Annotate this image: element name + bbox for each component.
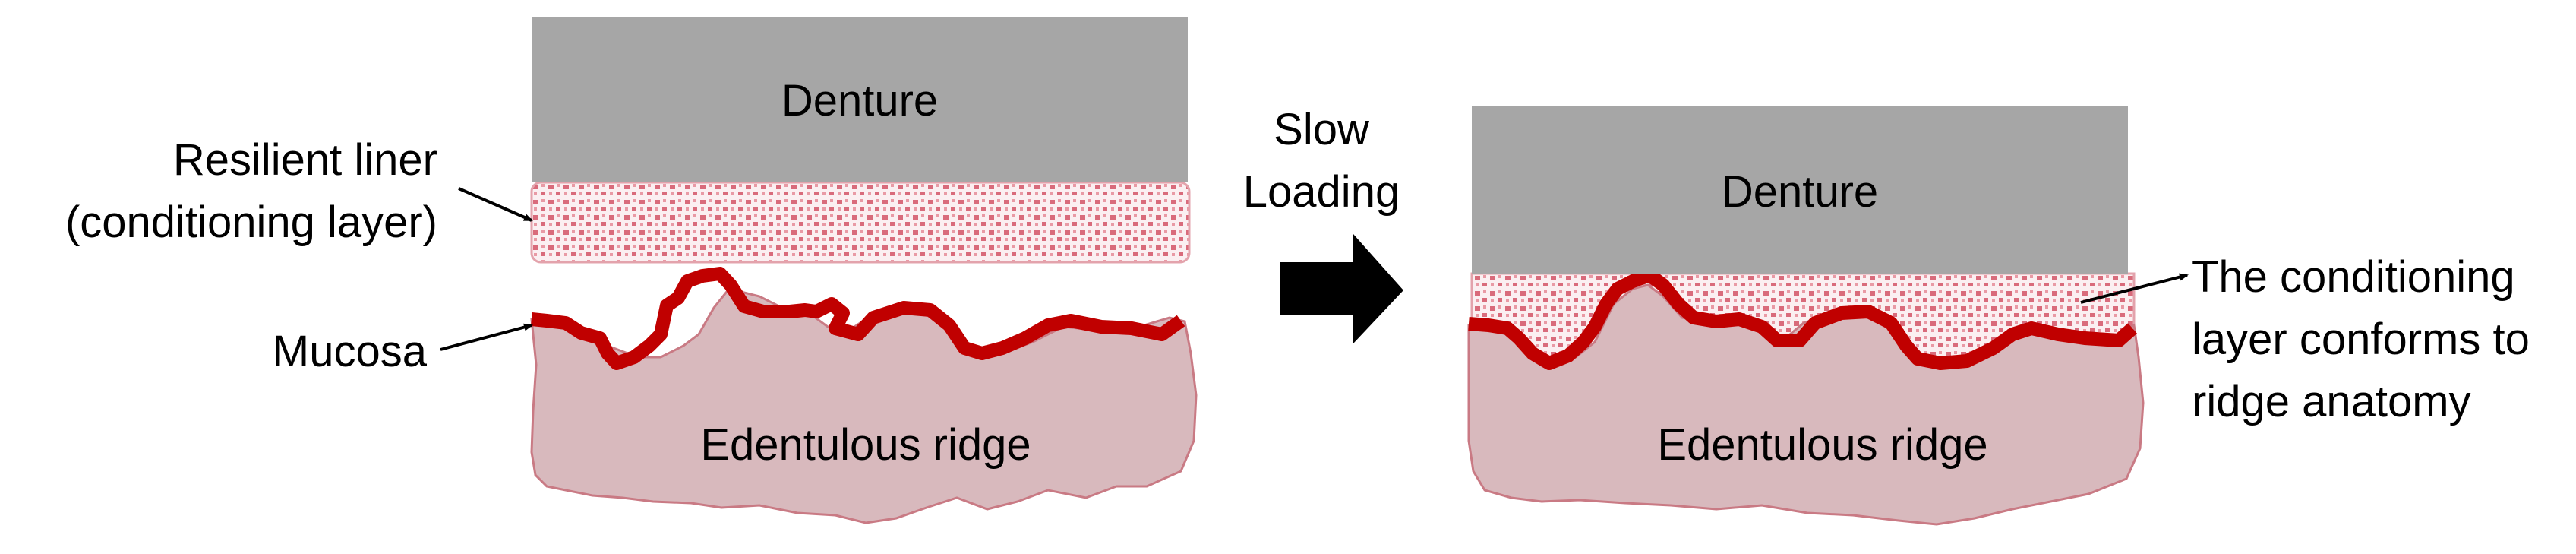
liner-label-line2: (conditioning layer): [65, 198, 437, 247]
right-panel: Denture Edentulous ridge The conditionin…: [1467, 106, 2530, 526]
slow-loading-label-line1: Slow: [1274, 105, 1370, 154]
liner-label-line1: Resilient liner: [173, 135, 437, 185]
slow-loading-transition: Slow Loading: [1243, 105, 1403, 343]
right-denture: [1472, 106, 2128, 274]
liner-callout-arrow: [458, 187, 533, 222]
conforming-callout-arrow: [2080, 273, 2189, 304]
left-resilient-liner: [530, 181, 1191, 264]
right-ridge-label: Edentulous ridge: [1657, 420, 1987, 470]
left-panel: Denture Edentulous ridge Resilient liner…: [65, 17, 1198, 524]
left-denture: [532, 17, 1188, 182]
right-mucosa-line: [1468, 268, 2137, 370]
right-denture-label: Denture: [1722, 167, 1878, 217]
slow-loading-label-line2: Loading: [1243, 167, 1400, 217]
conforming-note-line1: The conditioning: [2192, 252, 2515, 302]
right-arrow-icon: [1280, 234, 1403, 343]
mucosa-label: Mucosa: [273, 327, 428, 376]
left-mucosa-line: [531, 267, 1185, 370]
left-ridge-label: Edentulous ridge: [700, 420, 1031, 470]
left-denture-label: Denture: [781, 76, 938, 125]
conforming-note-line3: ridge anatomy: [2192, 377, 2471, 426]
mucosa-callout-arrow: [440, 323, 533, 351]
conforming-note-line2: layer conforms to: [2192, 315, 2530, 364]
